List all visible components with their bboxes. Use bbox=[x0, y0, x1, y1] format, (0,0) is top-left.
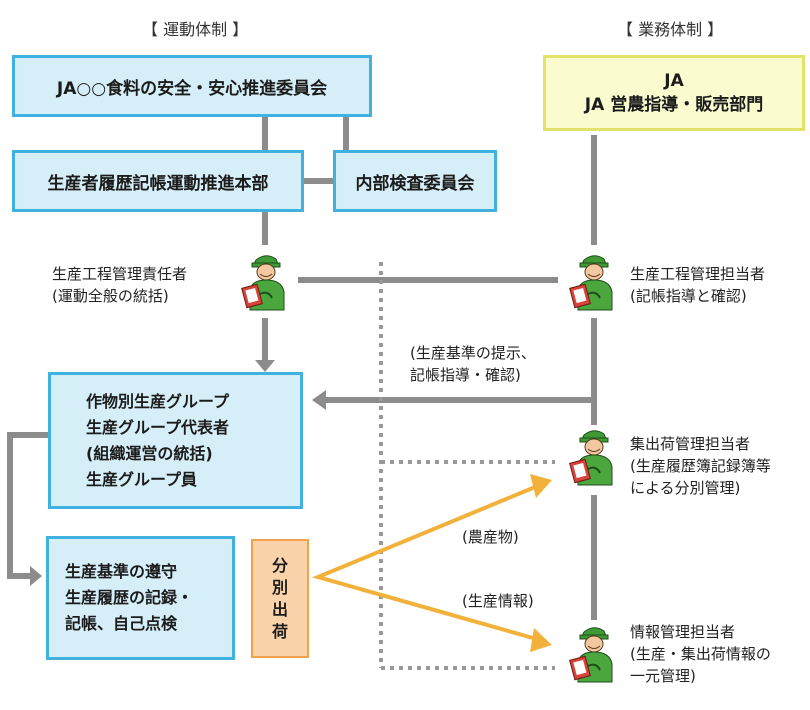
orange-split bbox=[311, 483, 541, 642]
worker-icon bbox=[568, 254, 613, 311]
standards-line-2: 生産履歴の記録・ bbox=[65, 588, 194, 607]
right-manager-title: 生産工程管理担当者 bbox=[630, 265, 766, 283]
left-manager-label: 生産工程管理責任者 (運動全般の統括) bbox=[52, 263, 187, 307]
guidance-annotation: (生産基準の提示、 記帳指導・確認) bbox=[410, 342, 536, 386]
collection-role-2: による分別管理) bbox=[630, 479, 741, 497]
production-group-box: 作物別生産グループ 生産グループ代表者 (組織運営の統括) 生産グループ員 bbox=[48, 372, 303, 509]
collection-manager-label: 集出荷管理担当者 (生産履歴簿記録簿等 による分別管理) bbox=[630, 433, 771, 499]
orange-arrowhead-top bbox=[530, 474, 552, 498]
line-group-standards bbox=[7, 432, 48, 579]
worker-icon bbox=[240, 254, 285, 311]
info-role-2: 一元管理) bbox=[630, 667, 696, 685]
left-manager-title: 生産工程管理責任者 bbox=[52, 265, 188, 283]
hq-box: 生産者履歴記帳運動推進本部 bbox=[12, 150, 304, 212]
shipment-char-2: 別 bbox=[271, 577, 288, 597]
info-role-1: (生産・集出荷情報の bbox=[630, 645, 771, 663]
right-manager-label: 生産工程管理担当者 (記帳指導と確認) bbox=[630, 263, 765, 307]
info-title: 情報管理担当者 bbox=[630, 623, 736, 641]
committee-box: JA○○食料の安全・安心推進委員会 bbox=[12, 55, 372, 117]
separate-shipment-box: 分 別 出 荷 bbox=[251, 539, 309, 658]
ja-department-line-2: JA 営農指導・販売部門 bbox=[584, 95, 764, 115]
group-line-2: 生産グループ代表者 bbox=[86, 417, 230, 437]
inspection-box: 内部検査委員会 bbox=[333, 150, 497, 212]
ja-department-line-1: JA bbox=[664, 71, 684, 91]
group-line-4: 生産グループ員 bbox=[86, 469, 198, 489]
left-manager-role: (運動全般の統括) bbox=[52, 287, 169, 305]
info-manager-label: 情報管理担当者 (生産・集出荷情報の 一元管理) bbox=[630, 621, 771, 687]
ja-department-box: JA JA 営農指導・販売部門 bbox=[543, 55, 805, 131]
collection-title: 集出荷管理担当者 bbox=[630, 435, 751, 453]
orange-arrowhead-bottom bbox=[530, 628, 552, 652]
standards-line-3: 記帳、自己点検 bbox=[65, 614, 178, 633]
header-right: 【 業務体制 】 bbox=[617, 20, 724, 39]
standards-line-1: 生産基準の遵守 bbox=[65, 562, 178, 581]
shipment-char-4: 荷 bbox=[271, 621, 288, 641]
worker-icon bbox=[568, 626, 613, 683]
guidance-line-2: 記帳指導・確認) bbox=[410, 366, 521, 384]
standards-box: 生産基準の遵守 生産履歴の記録・ 記帳、自己点検 bbox=[46, 536, 235, 660]
group-line-3: (組織運営の統括) bbox=[86, 443, 213, 463]
collection-role-1: (生産履歴簿記録簿等 bbox=[630, 457, 771, 475]
group-line-1: 作物別生産グループ bbox=[86, 391, 230, 411]
arrowhead-down bbox=[255, 360, 275, 372]
arrowhead-left bbox=[312, 390, 326, 410]
arrowhead-right bbox=[30, 566, 42, 586]
shipment-char-1: 分 bbox=[271, 555, 288, 575]
header-left: 【 運動体制 】 bbox=[142, 20, 249, 39]
shipment-char-3: 出 bbox=[271, 599, 288, 619]
production-info-annotation: (生産情報) bbox=[462, 592, 534, 610]
produce-annotation: (農産物) bbox=[462, 528, 519, 546]
guidance-line-1: (生産基準の提示、 bbox=[410, 344, 536, 362]
worker-icon bbox=[568, 429, 613, 486]
right-manager-role: (記帳指導と確認) bbox=[630, 287, 747, 305]
